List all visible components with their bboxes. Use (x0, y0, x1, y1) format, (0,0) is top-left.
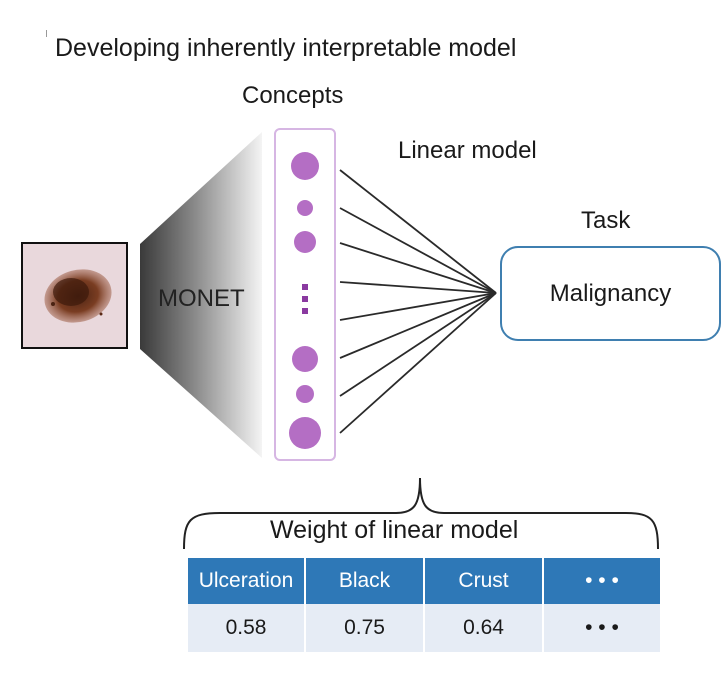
edge (339, 207, 497, 294)
task-box (500, 246, 721, 341)
edge (339, 292, 497, 397)
weights-table: Ulceration Black Crust • • • 0.58 0.75 0… (188, 558, 660, 652)
weight-header-ellipsis: • • • (543, 558, 660, 604)
lesion-spot (44, 269, 112, 323)
concept-column (274, 128, 336, 461)
weight-header: Crust (424, 558, 544, 604)
weight-value-ellipsis: • • • (543, 604, 660, 652)
stray-mark (46, 30, 47, 37)
diagram-title: Developing inherently interpretable mode… (55, 34, 517, 62)
weight-header: Black (305, 558, 425, 604)
edge (339, 242, 497, 294)
weight-value: 0.58 (188, 604, 306, 652)
curly-brace (183, 477, 659, 550)
concept-node (294, 231, 316, 253)
weights-header-row: Ulceration Black Crust • • • (188, 558, 660, 604)
linear-model-edges (339, 169, 497, 434)
skin-lesion-image (21, 242, 128, 349)
monet-label: MONET (158, 285, 245, 312)
ellipsis-dot (302, 308, 308, 314)
weights-title: Weight of linear model (270, 516, 519, 544)
weight-header: Ulceration (188, 558, 306, 604)
concept-nodes (289, 152, 321, 449)
edge (339, 281, 497, 294)
task-value: Malignancy (549, 279, 672, 307)
concept-node (296, 385, 314, 403)
task-label: Task (581, 207, 631, 234)
linear-model-label: Linear model (398, 137, 537, 164)
edge (339, 292, 497, 359)
edge (339, 292, 497, 321)
ellipsis-dot (302, 284, 308, 290)
concept-node (291, 152, 319, 180)
monet-trapezoid (140, 132, 262, 458)
edge (339, 292, 497, 434)
ellipsis-dot (302, 296, 308, 302)
concept-node (297, 200, 313, 216)
weight-value: 0.75 (305, 604, 425, 652)
edge (339, 169, 497, 294)
concepts-label: Concepts (242, 82, 344, 109)
concept-node (292, 346, 318, 372)
concept-node (289, 417, 321, 449)
weight-value: 0.64 (424, 604, 544, 652)
weights-value-row: 0.58 0.75 0.64 • • • (188, 604, 660, 652)
